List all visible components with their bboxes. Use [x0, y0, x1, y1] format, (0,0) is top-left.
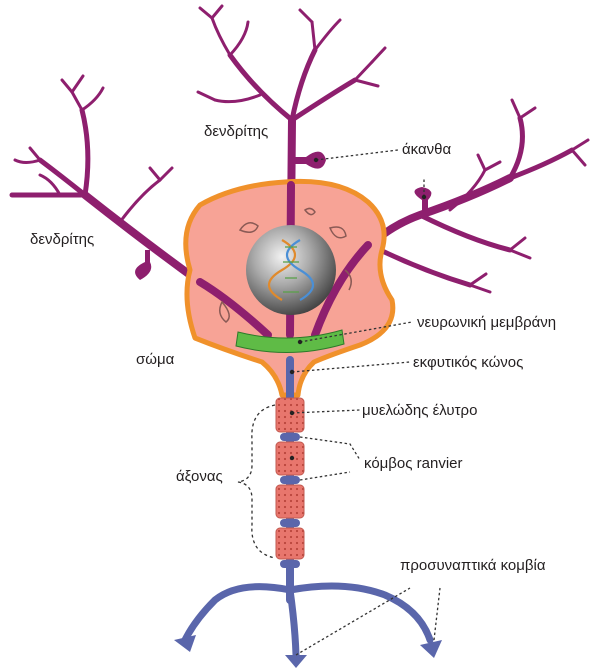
label-terminals: προσυναπτικά κομβία [400, 558, 546, 573]
label-membrane: νευρωνική μεμβράνη [417, 315, 556, 330]
label-myelin: μυελώδης έλυτρο [362, 403, 477, 418]
label-ranvier: κόμβος ranvier [364, 456, 463, 471]
axon-brace [238, 405, 275, 558]
label-dendrite-top: δενδρίτης [204, 124, 268, 139]
nucleus [246, 225, 336, 315]
synaptic-terminals [174, 635, 442, 668]
label-axon-hillock: εκφυτικός κώνος [413, 355, 523, 370]
label-axon: άξονας [176, 469, 223, 484]
label-soma: σώμα [136, 352, 174, 367]
label-spine: άκανθα [402, 142, 451, 157]
label-dendrite-left: δενδρίτης [30, 232, 94, 247]
